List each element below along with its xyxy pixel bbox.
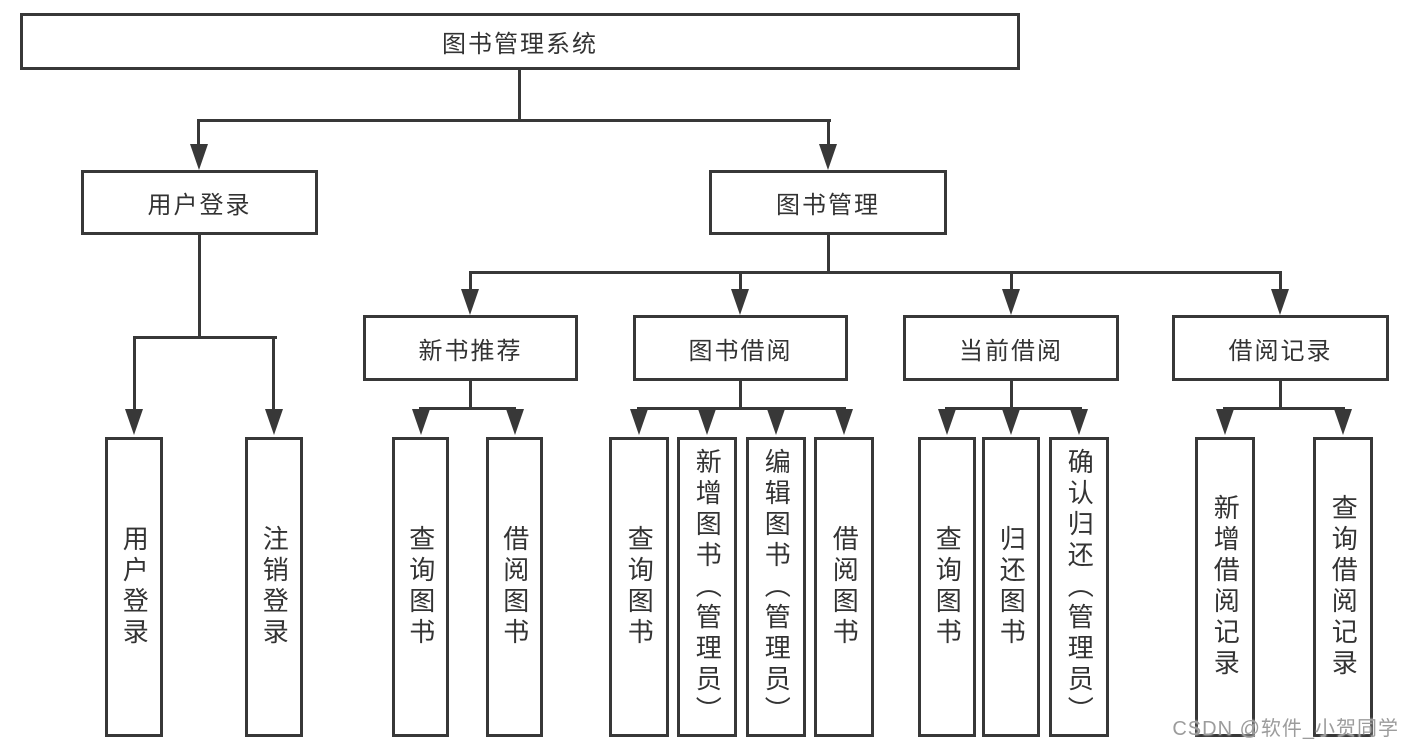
- connector-book-management-stub: [827, 235, 830, 272]
- connector-to-borrow-records: [1279, 271, 1282, 293]
- arrowhead-borrow-add: [698, 409, 716, 435]
- leaf-current-query-books-label: 查询图书: [932, 525, 963, 649]
- leaf-records-add-record: 新增借阅记录: [1195, 437, 1255, 737]
- leaf-borrow-add-books-admin: 新增图书（管理员）: [677, 437, 737, 737]
- node-borrow-records: 借阅记录: [1172, 315, 1389, 381]
- leaf-borrow-edit-books-admin-label: 编辑图书（管理员）: [761, 447, 792, 727]
- connector-to-leaf-user-login: [133, 336, 136, 412]
- leaf-borrow-borrow-books: 借阅图书: [814, 437, 874, 737]
- leaf-newbooks-borrow-books: 借阅图书: [486, 437, 543, 737]
- arrowhead-leaf-user-login: [125, 409, 143, 435]
- connector-book-borrow-horizontal: [637, 407, 846, 410]
- node-book-borrow-label: 图书借阅: [688, 337, 793, 365]
- arrowhead-user-login: [190, 144, 208, 170]
- connector-to-book-management: [827, 119, 830, 149]
- connector-book-borrow-stub: [739, 381, 742, 408]
- node-new-books: 新书推荐: [363, 315, 578, 381]
- node-user-login: 用户登录: [81, 170, 318, 235]
- connector-to-user-login: [197, 119, 200, 149]
- leaf-borrow-edit-books-admin: 编辑图书（管理员）: [746, 437, 806, 737]
- leaf-newbooks-query-books-label: 查询图书: [405, 525, 436, 649]
- node-book-management: 图书管理: [709, 170, 947, 235]
- connector-borrow-records-horizontal: [1223, 407, 1345, 410]
- connector-to-book-borrow: [739, 271, 742, 293]
- arrowhead-current-borrow: [1002, 289, 1020, 315]
- leaf-borrow-add-books-admin-label: 新增图书（管理员）: [692, 447, 723, 727]
- arrowhead-records-add: [1216, 409, 1234, 435]
- node-root: 图书管理系统: [20, 13, 1020, 70]
- connector-current-borrow-stub: [1010, 381, 1013, 408]
- node-borrow-records-label: 借阅记录: [1228, 337, 1333, 365]
- arrowhead-book-management: [819, 144, 837, 170]
- connector-to-current-borrow: [1010, 271, 1013, 293]
- node-current-borrow: 当前借阅: [903, 315, 1119, 381]
- leaf-newbooks-query-books: 查询图书: [392, 437, 449, 737]
- connector-current-borrow-horizontal: [945, 407, 1082, 410]
- arrowhead-current-confirm: [1070, 409, 1088, 435]
- connector-user-login-stub: [198, 235, 201, 337]
- leaf-current-confirm-return-admin-label: 确认归还（管理员）: [1064, 447, 1095, 727]
- node-new-books-label: 新书推荐: [418, 337, 523, 365]
- connector-level1-horizontal: [197, 119, 831, 122]
- connector-user-login-horizontal: [133, 336, 277, 339]
- node-current-borrow-label: 当前借阅: [959, 337, 1063, 365]
- connector-to-leaf-logout: [272, 336, 275, 412]
- arrowhead-borrow-query: [630, 409, 648, 435]
- leaf-newbooks-borrow-books-label: 借阅图书: [499, 525, 530, 649]
- leaf-user-login: 用户登录: [105, 437, 163, 737]
- arrowhead-book-borrow: [731, 289, 749, 315]
- leaf-logout-label: 注销登录: [259, 525, 290, 649]
- connector-new-books-stub: [469, 381, 472, 408]
- connector-borrow-records-stub: [1279, 381, 1282, 408]
- leaf-logout: 注销登录: [245, 437, 303, 737]
- arrowhead-current-query: [938, 409, 956, 435]
- leaf-user-login-label: 用户登录: [119, 525, 150, 649]
- leaf-borrow-query-books: 查询图书: [609, 437, 669, 737]
- leaf-current-return-books: 归还图书: [982, 437, 1040, 737]
- arrowhead-borrow-records: [1271, 289, 1289, 315]
- leaf-current-return-books-label: 归还图书: [996, 525, 1027, 649]
- connector-root-stub: [518, 70, 521, 120]
- connector-level3-horizontal: [469, 271, 1282, 274]
- arrowhead-new-books: [461, 289, 479, 315]
- connector-new-books-horizontal: [419, 407, 516, 410]
- arrowhead-newbooks-query: [412, 409, 430, 435]
- arrowhead-records-query: [1334, 409, 1352, 435]
- csdn-watermark: CSDN @软件_小贺同学: [1172, 718, 1399, 740]
- arrowhead-leaf-logout: [265, 409, 283, 435]
- leaf-current-confirm-return-admin: 确认归还（管理员）: [1049, 437, 1109, 737]
- leaf-current-query-books: 查询图书: [918, 437, 976, 737]
- arrowhead-newbooks-borrow: [506, 409, 524, 435]
- leaf-borrow-query-books-label: 查询图书: [624, 525, 655, 649]
- leaf-records-query-record: 查询借阅记录: [1313, 437, 1373, 737]
- arrowhead-borrow-edit: [767, 409, 785, 435]
- node-book-management-label: 图书管理: [776, 192, 880, 219]
- leaf-records-add-record-label: 新增借阅记录: [1210, 494, 1241, 680]
- node-book-borrow: 图书借阅: [633, 315, 848, 381]
- arrowhead-borrow-borrow: [835, 409, 853, 435]
- connector-to-new-books: [469, 271, 472, 293]
- arrowhead-current-return: [1002, 409, 1020, 435]
- leaf-records-query-record-label: 查询借阅记录: [1328, 494, 1359, 680]
- node-user-login-label: 用户登录: [147, 192, 252, 219]
- node-root-label: 图书管理系统: [442, 31, 598, 58]
- leaf-borrow-borrow-books-label: 借阅图书: [829, 525, 860, 649]
